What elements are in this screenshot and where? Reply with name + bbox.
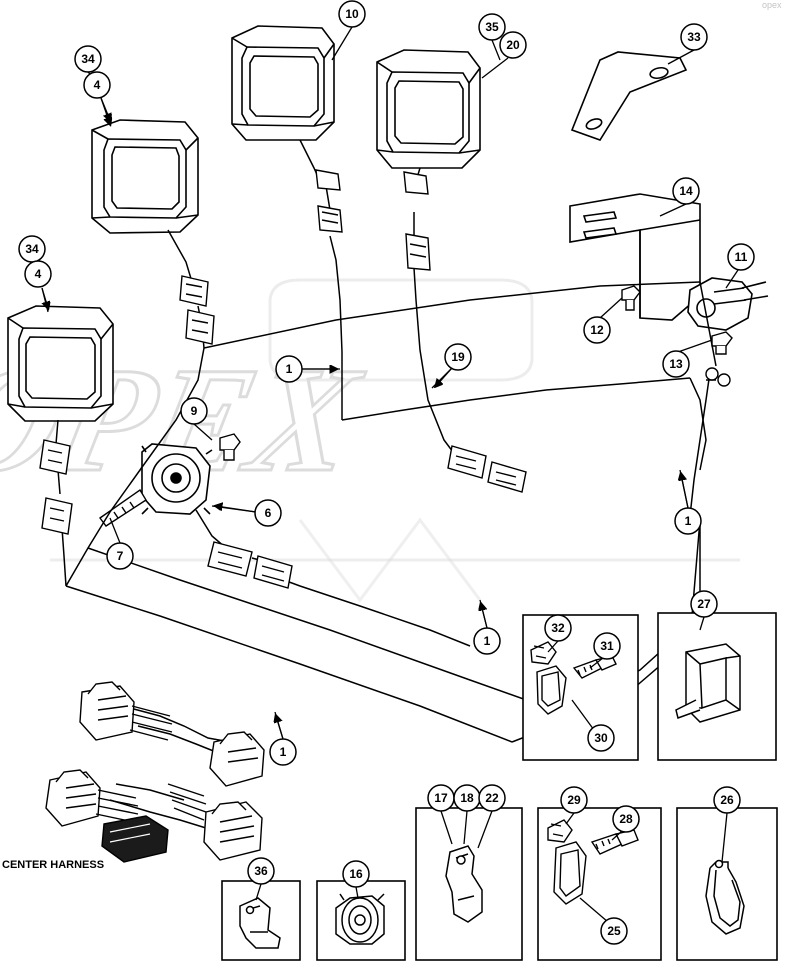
- callout-label: 22: [485, 791, 499, 805]
- callout-label: 4: [35, 267, 42, 281]
- callout-label: 16: [349, 867, 363, 881]
- callouts: 34 4 10 35 20 33 14 11 12 13 34 4 1 19 9…: [18, 0, 755, 945]
- bracket-33: [570, 51, 688, 141]
- callout-label: 19: [451, 350, 465, 364]
- fastener-12: [621, 285, 641, 311]
- lamp-lower-left: [7, 305, 114, 422]
- callout-c1b[interactable]: 1: [674, 507, 702, 535]
- lamp-upper-right: [376, 49, 481, 169]
- inset-box-plug-16: [316, 880, 406, 961]
- switch-11: [687, 277, 769, 331]
- lamp-upper-left: [91, 119, 199, 234]
- callout-c4a[interactable]: 4: [83, 71, 111, 99]
- callout-c20[interactable]: 20: [499, 31, 527, 59]
- bracket-14: [569, 193, 701, 321]
- callout-label: 30: [594, 731, 608, 745]
- callout-label: 33: [687, 30, 701, 44]
- harness-right-leads: [705, 367, 731, 387]
- fastener-13: [711, 331, 733, 355]
- callout-label: 9: [191, 404, 198, 418]
- callout-c9[interactable]: 9: [180, 397, 208, 425]
- callout-label: 31: [600, 639, 614, 653]
- callout-c18[interactable]: 18: [453, 784, 481, 812]
- callout-label: 1: [685, 514, 692, 528]
- callout-c1d[interactable]: 1: [269, 738, 297, 766]
- center-harness-cluster: [45, 681, 265, 863]
- callout-label: 12: [590, 323, 604, 337]
- callout-label: 1: [484, 634, 491, 648]
- callout-label: 35: [485, 20, 499, 34]
- callout-c28[interactable]: 28: [612, 805, 640, 833]
- inset-box-clamp-36: [221, 880, 301, 961]
- callout-label: 17: [434, 791, 448, 805]
- bolt-9: [219, 433, 241, 461]
- callout-label: 34: [25, 242, 39, 256]
- inset-box-clamp-17-18-22: [415, 807, 523, 961]
- callout-c27[interactable]: 27: [690, 590, 718, 618]
- callout-c29[interactable]: 29: [560, 786, 588, 814]
- callout-label: 20: [506, 38, 520, 52]
- callout-label: 28: [619, 812, 633, 826]
- callout-label: 34: [81, 52, 95, 66]
- callout-c30[interactable]: 30: [587, 724, 615, 752]
- callout-c17[interactable]: 17: [427, 784, 455, 812]
- callout-label: 36: [254, 864, 268, 878]
- inset-box-clamp-29-28-25: [537, 807, 662, 961]
- center-harness-caption: CENTER HARNESS: [2, 859, 104, 871]
- callout-c6[interactable]: 6: [254, 499, 282, 527]
- callout-c4b[interactable]: 4: [24, 260, 52, 288]
- callout-label: 4: [94, 78, 101, 92]
- callout-label: 26: [720, 793, 734, 807]
- callout-label: 7: [117, 549, 124, 563]
- callout-c13[interactable]: 13: [662, 350, 690, 378]
- callout-c35[interactable]: 35: [478, 13, 506, 41]
- horn-6: [141, 443, 213, 515]
- callout-c7[interactable]: 7: [106, 542, 134, 570]
- callout-c19[interactable]: 19: [444, 343, 472, 371]
- inset-box-clamp-32-31-30: [522, 614, 639, 761]
- callout-label: 14: [679, 184, 693, 198]
- callout-label: 18: [460, 791, 474, 805]
- callout-c36[interactable]: 36: [247, 857, 275, 885]
- callout-label: 13: [669, 357, 683, 371]
- callout-c32[interactable]: 32: [544, 614, 572, 642]
- callout-label: 27: [697, 597, 711, 611]
- callout-c1c[interactable]: 1: [473, 627, 501, 655]
- callout-label: 10: [345, 7, 359, 21]
- callout-c12[interactable]: 12: [583, 316, 611, 344]
- leader-lines: [32, 26, 739, 923]
- callout-label: 6: [265, 506, 272, 520]
- callout-label: 11: [735, 250, 748, 264]
- callout-c26[interactable]: 26: [713, 786, 741, 814]
- callout-c16[interactable]: 16: [342, 860, 370, 888]
- callout-label: 29: [567, 793, 581, 807]
- callout-c25[interactable]: 25: [600, 917, 628, 945]
- callout-c34a[interactable]: 34: [74, 45, 102, 73]
- callout-c1a[interactable]: 1: [275, 355, 303, 383]
- callout-c11[interactable]: 11: [727, 243, 755, 271]
- callout-c14[interactable]: 14: [672, 177, 700, 205]
- lamp-upper-middle: [231, 25, 335, 141]
- callout-c34b[interactable]: 34: [18, 235, 46, 263]
- callout-c10[interactable]: 10: [338, 0, 366, 28]
- inset-box-bracket-27: [657, 612, 777, 761]
- callout-label: 32: [551, 621, 565, 635]
- callout-label: 25: [607, 924, 621, 938]
- corner-watermark: opex: [762, 0, 782, 10]
- callout-c33[interactable]: 33: [680, 23, 708, 51]
- harness-wires: [55, 139, 717, 829]
- connector-group: [39, 169, 527, 589]
- callout-label: 1: [280, 745, 287, 759]
- inset-box-strap-26: [676, 807, 778, 961]
- callout-label: 1: [286, 362, 293, 376]
- callout-c31[interactable]: 31: [593, 632, 621, 660]
- callout-c22[interactable]: 22: [478, 784, 506, 812]
